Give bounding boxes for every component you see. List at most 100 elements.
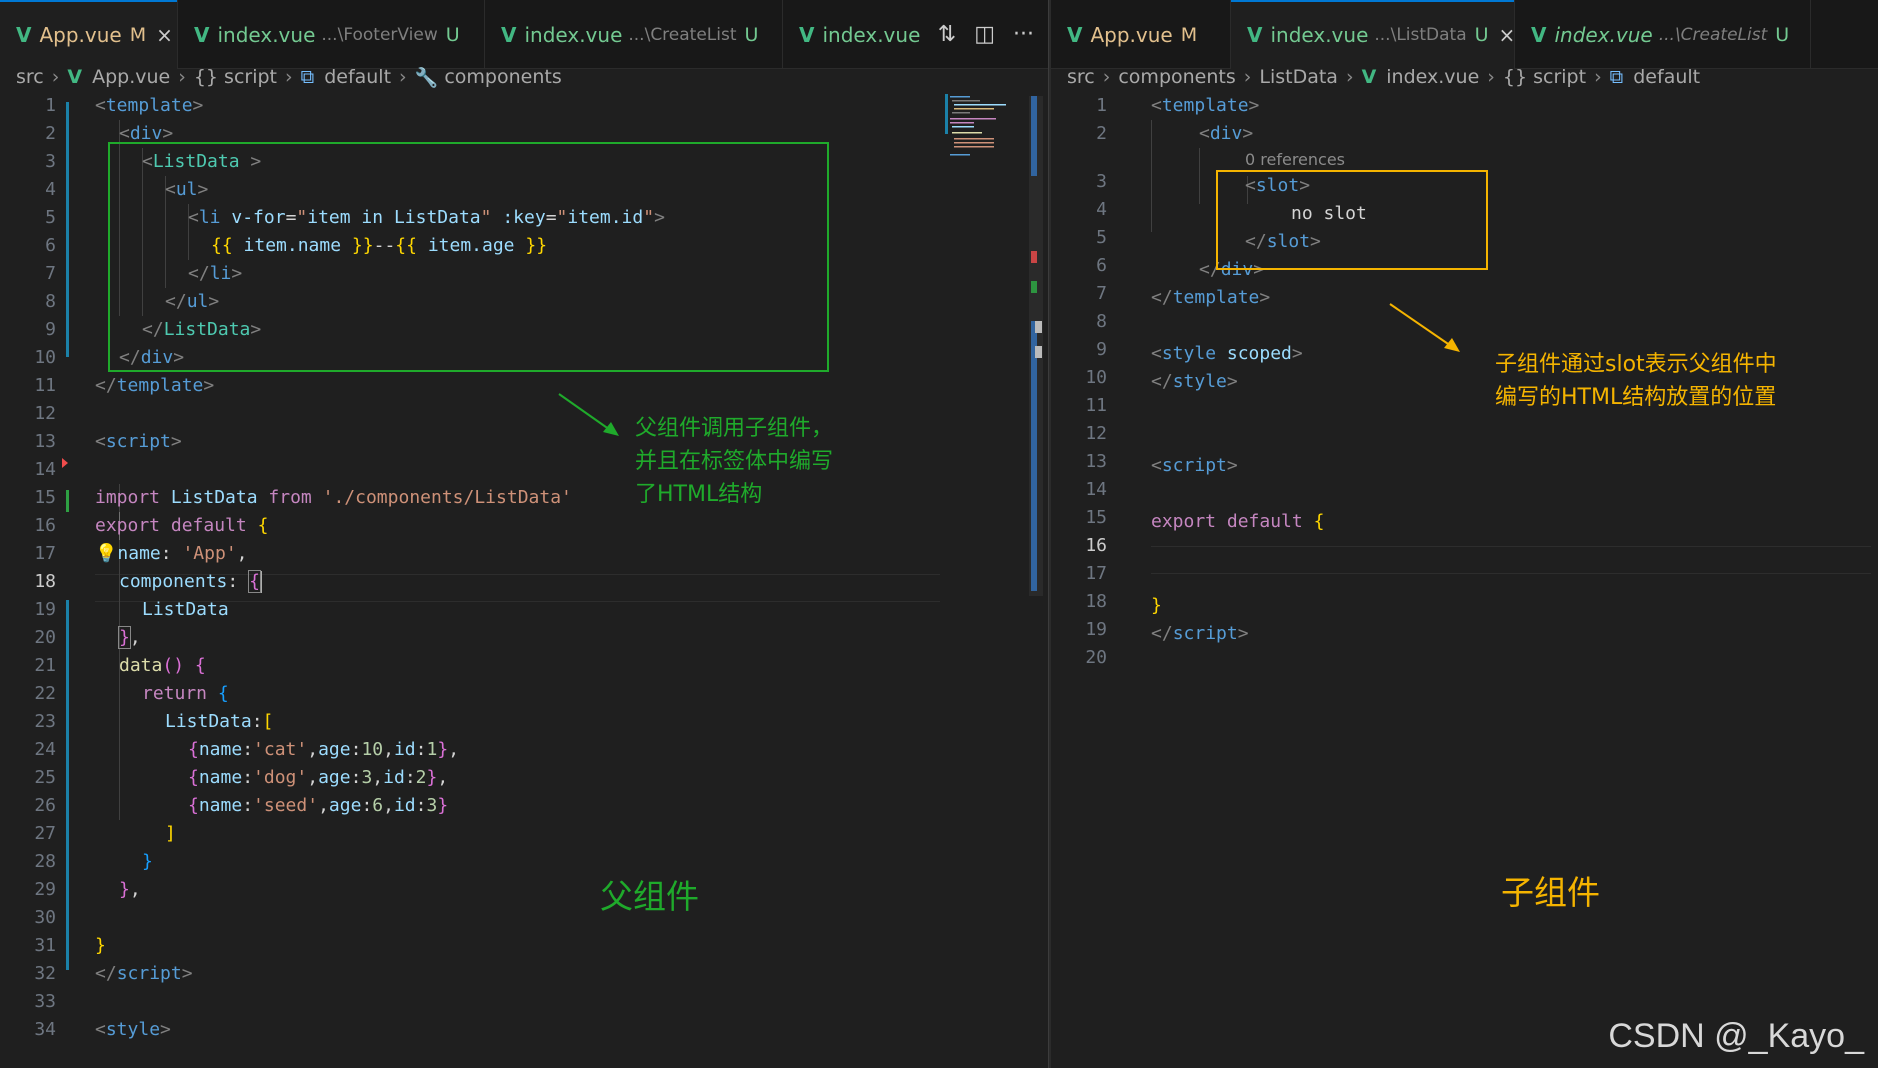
close-icon[interactable]: × (1498, 22, 1516, 47)
breadcrumb-script[interactable]: {} script (193, 66, 277, 88)
breadcrumb-default[interactable]: default (324, 66, 392, 88)
code-line-5: </slot> (1245, 231, 1321, 252)
line-number: 7 (1096, 283, 1107, 304)
annotation-box-parent (108, 142, 829, 372)
line-number: 16 (1085, 535, 1107, 556)
tab-path: ...\CreateList (628, 24, 737, 45)
line-number: 5 (45, 207, 56, 228)
added-line-marker (66, 490, 69, 512)
annotation-arrow (558, 393, 619, 436)
line-number: 12 (34, 403, 56, 424)
tab-createlist-index[interactable]: V index.vue ...\CreateList U (1515, 0, 1811, 69)
breadcrumb-default[interactable]: default (1633, 66, 1701, 88)
code-line-27: ] (165, 823, 176, 844)
indent-guide (188, 204, 189, 260)
vertical-scrollbar[interactable] (1029, 96, 1043, 596)
indent-guide (165, 176, 166, 288)
tab-label: index.vue (822, 22, 921, 47)
chevron-right-icon: › (1487, 66, 1495, 88)
code-line-21: data() { (119, 655, 206, 676)
line-number: 6 (45, 235, 56, 256)
code-line-7: </template> (1151, 287, 1271, 308)
code-line-13: <script> (1151, 455, 1238, 476)
line-number: 20 (34, 627, 56, 648)
split-editor-icon[interactable]: ◫ (974, 21, 996, 47)
line-number: 13 (1085, 451, 1107, 472)
line-number: 5 (1096, 227, 1107, 248)
line-number: 2 (1096, 123, 1107, 144)
vue-file-icon: V (501, 22, 517, 47)
breadcrumb-components[interactable]: components (444, 66, 562, 88)
tab-label: index.vue (1270, 22, 1369, 47)
untracked-badge: U (445, 23, 460, 46)
breadcrumb-src[interactable]: src (1067, 66, 1095, 88)
code-line-31: } (95, 935, 106, 956)
indent-guide (142, 148, 143, 316)
tab-createlist-index[interactable]: V index.vue ...\CreateList U (485, 0, 783, 69)
chevron-right-icon: › (399, 66, 407, 88)
minimap[interactable] (940, 92, 1020, 192)
breadcrumb-file[interactable]: App.vue (92, 66, 171, 88)
change-marker (66, 102, 69, 357)
editor-split-divider[interactable] (1048, 0, 1051, 1068)
tab-index-vue[interactable]: V index.vue (783, 0, 921, 69)
line-number: 1 (1096, 95, 1107, 116)
line-number: 4 (1096, 199, 1107, 220)
line-number: 7 (45, 263, 56, 284)
breadcrumb-components[interactable]: components (1118, 66, 1236, 88)
tab-label: App.vue (1090, 22, 1173, 47)
code-line-34: <style> (95, 1019, 171, 1040)
code-line-23: ListData:[ (165, 711, 274, 732)
indent-guide (119, 484, 120, 820)
line-number: 3 (1096, 171, 1107, 192)
tab-app-vue[interactable]: V App.vue M (1051, 0, 1231, 69)
lightbulb-icon[interactable]: 💡 (95, 543, 118, 564)
line-number: 29 (34, 879, 56, 900)
current-line-highlight (95, 574, 940, 602)
code-line-6: {{ item.name }}--{{ item.age }} (211, 235, 548, 256)
code-line-16: export default { (95, 515, 269, 536)
right-tab-bar: V App.vue M V index.vue ...\ListData U ×… (1051, 0, 1878, 69)
tab-path: ...\FooterView (321, 24, 438, 45)
line-number: 22 (34, 683, 56, 704)
line-number: 14 (34, 459, 56, 480)
line-number: 13 (34, 431, 56, 452)
left-tab-bar: V App.vue M × V index.vue ...\FooterView… (0, 0, 1048, 69)
line-number: 8 (45, 291, 56, 312)
line-number: 28 (34, 851, 56, 872)
close-icon[interactable]: × (156, 22, 173, 47)
indent-guide (1151, 120, 1152, 232)
chevron-right-icon: › (178, 66, 186, 88)
compare-changes-icon[interactable]: ⇅ (937, 21, 957, 47)
code-line-2: <div> (119, 123, 174, 144)
tab-footerview-index[interactable]: V index.vue ...\FooterView U (178, 0, 485, 69)
breadcrumb-src[interactable]: src (16, 66, 44, 88)
tab-app-vue[interactable]: V App.vue M × (0, 0, 178, 69)
line-number: 25 (34, 767, 56, 788)
tab-listdata-index[interactable]: V index.vue ...\ListData U × (1231, 0, 1515, 69)
breadcrumb-script[interactable]: {} script (1502, 66, 1587, 88)
more-actions-icon[interactable]: ··· (1013, 21, 1034, 47)
code-line-17: 💡name: 'App', (95, 543, 248, 564)
code-line-19: ListData (142, 599, 229, 620)
line-number: 1 (45, 95, 56, 116)
untracked-badge: U (1474, 23, 1489, 46)
current-line-highlight (1151, 546, 1871, 574)
code-line-5: <li v-for="item in ListData" :key="item.… (188, 207, 665, 228)
line-number: 15 (1085, 507, 1107, 528)
breadcrumb-file[interactable]: index.vue (1386, 66, 1480, 88)
line-number: 33 (34, 991, 56, 1012)
codelens-references[interactable]: 0 references (1245, 150, 1345, 169)
code-line-10: </style> (1151, 371, 1238, 392)
line-number: 15 (34, 487, 56, 508)
editor-actions: ⇅ ◫ ··· (924, 0, 1048, 68)
vue-file-icon: V (194, 22, 210, 47)
code-line-1: <template> (1151, 95, 1260, 116)
untracked-badge: U (744, 23, 759, 46)
code-line-24: {name:'cat',age:10,id:1}, (188, 739, 460, 760)
vue-file-icon: V (1361, 66, 1377, 88)
code-line-28: } (142, 851, 153, 872)
breadcrumb-listdata[interactable]: ListData (1259, 66, 1338, 88)
